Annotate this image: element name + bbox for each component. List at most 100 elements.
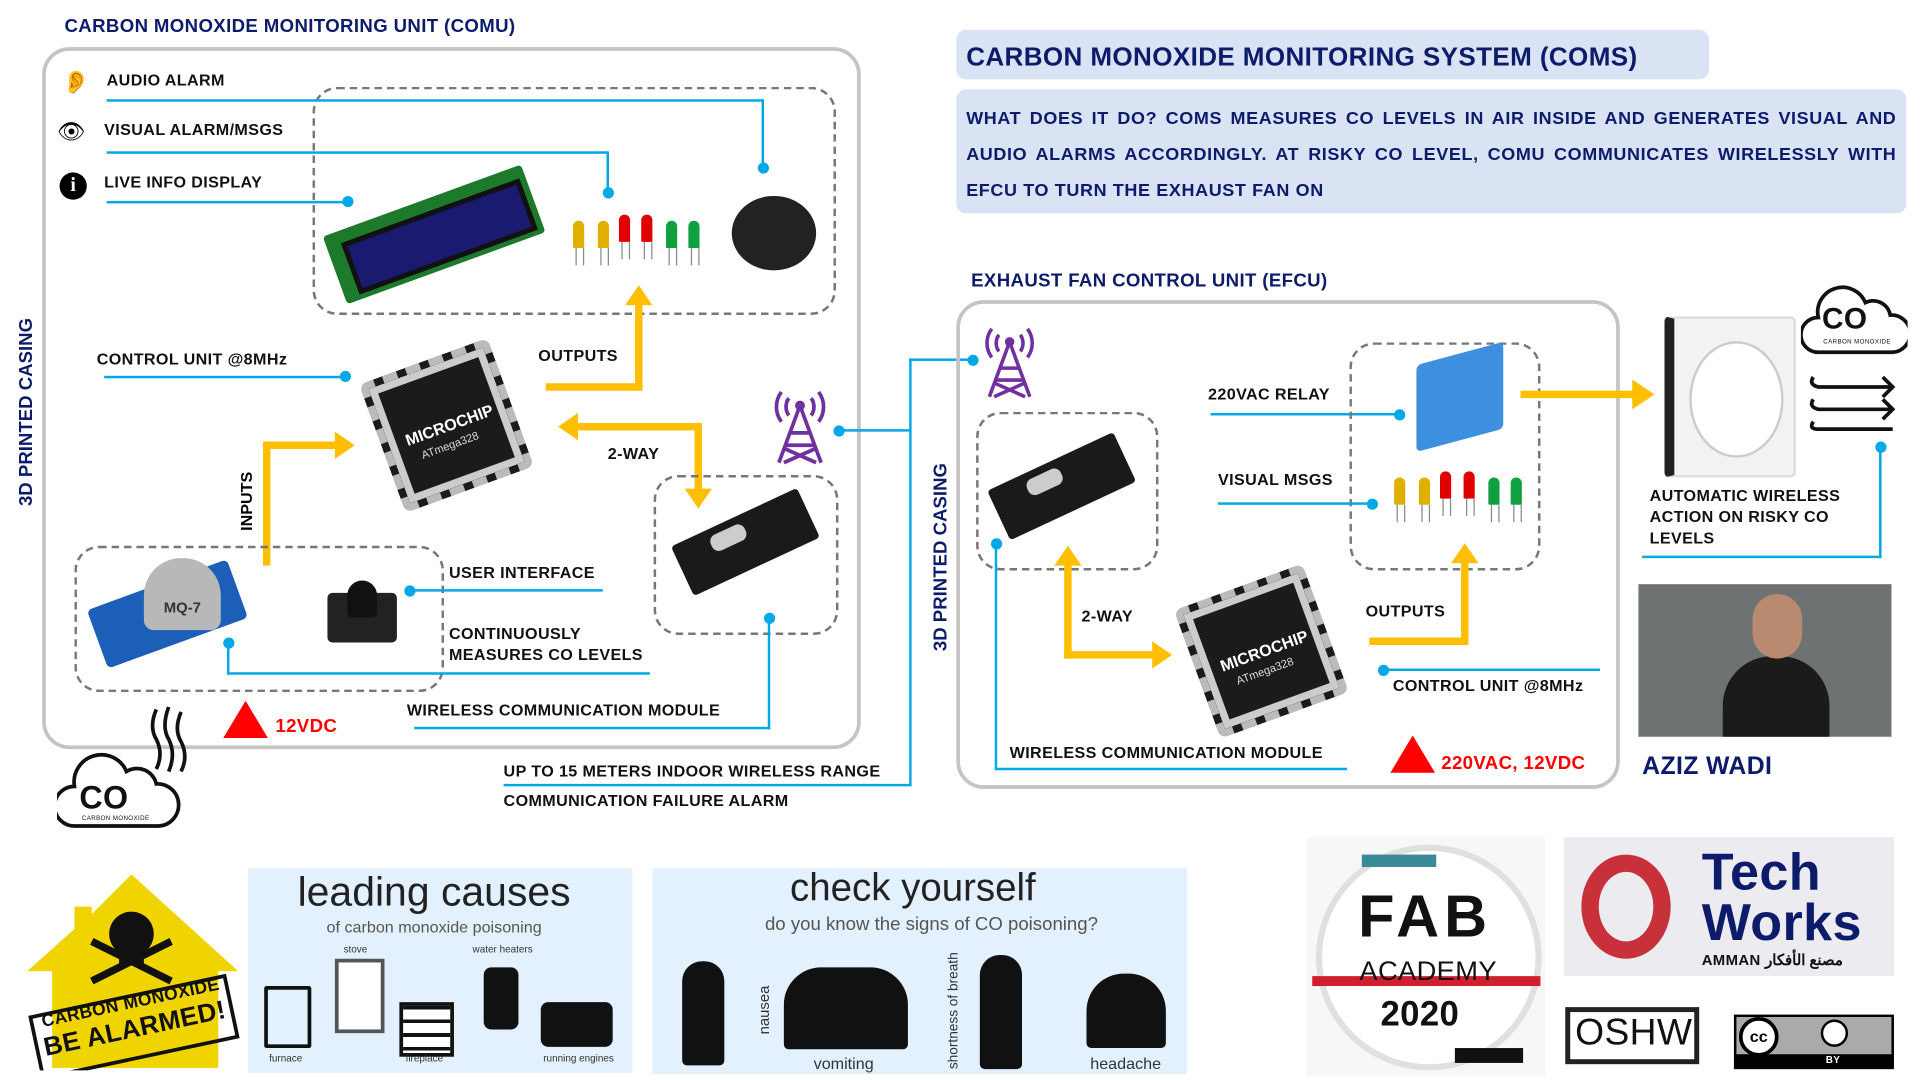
efcu-wireless-label: WIRELESS COMMUNICATION MODULE <box>1009 742 1323 762</box>
high-voltage-icon <box>1390 735 1436 773</box>
arrow-up-icon <box>625 285 653 306</box>
headache-figure-icon <box>1086 973 1166 1049</box>
co-cloud-text: CO <box>1822 302 1868 337</box>
efcu-control-unit-label: CONTROL UNIT @8MHz <box>1392 675 1584 695</box>
visual-msgs-label: VISUAL MSGS <box>1217 470 1333 489</box>
push-button[interactable] <box>327 580 397 643</box>
co-cloud-text: CO <box>79 778 129 817</box>
year-text: 2020 <box>1380 994 1460 1034</box>
comu-two-way-label: 2-WAY <box>607 444 660 463</box>
ear-icon: 👂 <box>62 69 90 95</box>
comu-casing <box>42 47 861 750</box>
cause-label: water heaters <box>472 943 533 956</box>
cause-label: fireplace <box>405 1053 444 1065</box>
inputs-group <box>74 545 445 693</box>
coms-title-box <box>956 29 1710 80</box>
comu-control-unit-label: CONTROL UNIT @8MHz <box>96 349 288 369</box>
comu-power-label: 12VDC <box>275 715 338 737</box>
info-icon: i <box>59 172 87 200</box>
relay-label: 220VAC RELAY <box>1208 384 1330 404</box>
furnace-icon <box>264 986 312 1049</box>
co-cloud-icon <box>57 706 187 828</box>
coms-title: CARBON MONOXIDE MONITORING SYSTEM (COMS) <box>966 43 1638 72</box>
arrow-right-icon <box>1632 379 1655 410</box>
automatic-label-3: LEVELS <box>1649 528 1715 547</box>
co-cloud-icon <box>1800 285 1908 432</box>
symptom-label: shortness of breath <box>946 952 962 1070</box>
by-text: BY <box>1825 1054 1841 1066</box>
oshw-logo <box>1565 1007 1700 1065</box>
works-text: Works <box>1701 893 1862 952</box>
efcu-casing <box>956 300 1620 789</box>
visual-alarm-label: VISUAL ALARM/MSGS <box>104 120 284 139</box>
audio-alarm-label: AUDIO ALARM <box>106 70 225 90</box>
check-title: check yourself <box>789 865 1036 910</box>
vomiting-figure-icon <box>783 967 908 1050</box>
exhaust-fan <box>1664 316 1796 478</box>
buzzer <box>731 195 817 271</box>
high-voltage-icon <box>223 700 268 738</box>
efcu-two-way-label: 2-WAY <box>1081 606 1133 626</box>
coms-description: WHAT DOES IT DO? COMS MEASURES CO LEVELS… <box>956 89 1907 214</box>
causes-subtitle: of carbon monoxide poisoning <box>326 917 542 937</box>
cause-label: running engines <box>543 1053 614 1065</box>
symptom-label: vomiting <box>813 1054 874 1073</box>
comu-radio-group <box>653 475 839 636</box>
oshw-text: OSHW <box>1575 1012 1693 1054</box>
nausea-figure-icon <box>682 961 725 1066</box>
comu-outputs-label: OUTPUTS <box>538 346 618 365</box>
antenna-icon <box>985 327 1035 399</box>
fireplace-icon <box>399 1002 454 1057</box>
fab-text: FAB <box>1358 884 1493 951</box>
warning-house-sign <box>27 874 240 1071</box>
causes-title: leading causes <box>297 868 571 915</box>
arrow-left-icon <box>558 413 578 441</box>
eye-icon: 👁 <box>57 119 86 144</box>
symptom-label: nausea <box>755 985 773 1035</box>
efcu-title: EXHAUST FAN CONTROL UNIT (EFCU) <box>971 270 1328 292</box>
arrow-down-icon <box>684 488 712 509</box>
user-interface-label: USER INTERFACE <box>448 563 595 582</box>
measures-label-1: CONTINUOUSLY <box>448 623 581 643</box>
comu-wireless-label: WIRELESS COMMUNICATION MODULE <box>406 700 721 720</box>
co-cloud-subtext: CARBON MONOXIDE <box>1823 338 1891 347</box>
automatic-label-2: ACTION ON RISKY CO <box>1649 507 1829 526</box>
symptom-label: headache <box>1090 1054 1162 1073</box>
antenna-icon <box>774 390 826 465</box>
co-cloud-subtext: CARBON MONOXIDE <box>81 814 150 823</box>
author-name: AZIZ WADI <box>1642 752 1773 781</box>
efcu-casing-label: 3D PRINTED CASING <box>930 463 952 652</box>
amman-text: AMMAN مصنع الأفكار <box>1701 951 1843 969</box>
breath-figure-icon <box>979 955 1023 1070</box>
automatic-label-1: AUTOMATIC WIRELESS <box>1649 486 1841 505</box>
failure-alarm-label: COMMUNICATION FAILURE ALARM <box>503 791 789 810</box>
arrow-right-icon <box>334 431 355 459</box>
engine-icon <box>540 1002 613 1047</box>
arrow-right-icon <box>1152 641 1173 669</box>
comu-casing-label: 3D PRINTED CASING <box>16 317 38 507</box>
arrow-up-icon <box>1451 543 1479 564</box>
techworks-logo <box>1564 837 1894 977</box>
check-subtitle: do you know the signs of CO poisoning? <box>764 914 1098 936</box>
efcu-power-label: 220VAC, 12VDC <box>1441 752 1586 774</box>
measures-label-2: MEASURES CO LEVELS <box>448 644 643 664</box>
cause-label: stove <box>343 943 368 956</box>
cc-icon: cc <box>1738 1017 1779 1057</box>
tech-text: Tech <box>1701 842 1821 901</box>
inputs-label: INPUTS <box>236 471 256 531</box>
efcu-outputs-label: OUTPUTS <box>1365 601 1446 621</box>
stove-icon <box>334 958 385 1034</box>
author-photo <box>1638 584 1892 737</box>
comu-title: CARBON MONOXIDE MONITORING UNIT (COMU) <box>64 16 516 38</box>
fab-academy-logo <box>1306 837 1546 1077</box>
efcu-outputs-group <box>1349 342 1541 571</box>
academy-text: ACADEMY <box>1359 955 1497 987</box>
mq7-label: MQ-7 <box>143 558 221 631</box>
range-label: UP TO 15 METERS INDOOR WIRELESS RANGE <box>503 761 881 781</box>
attribution-icon <box>1820 1019 1849 1047</box>
cause-label: furnace <box>269 1053 303 1065</box>
live-info-label: LIVE INFO DISPLAY <box>104 172 263 192</box>
arrow-up-icon <box>1054 545 1082 566</box>
water-heater-icon <box>483 967 519 1030</box>
